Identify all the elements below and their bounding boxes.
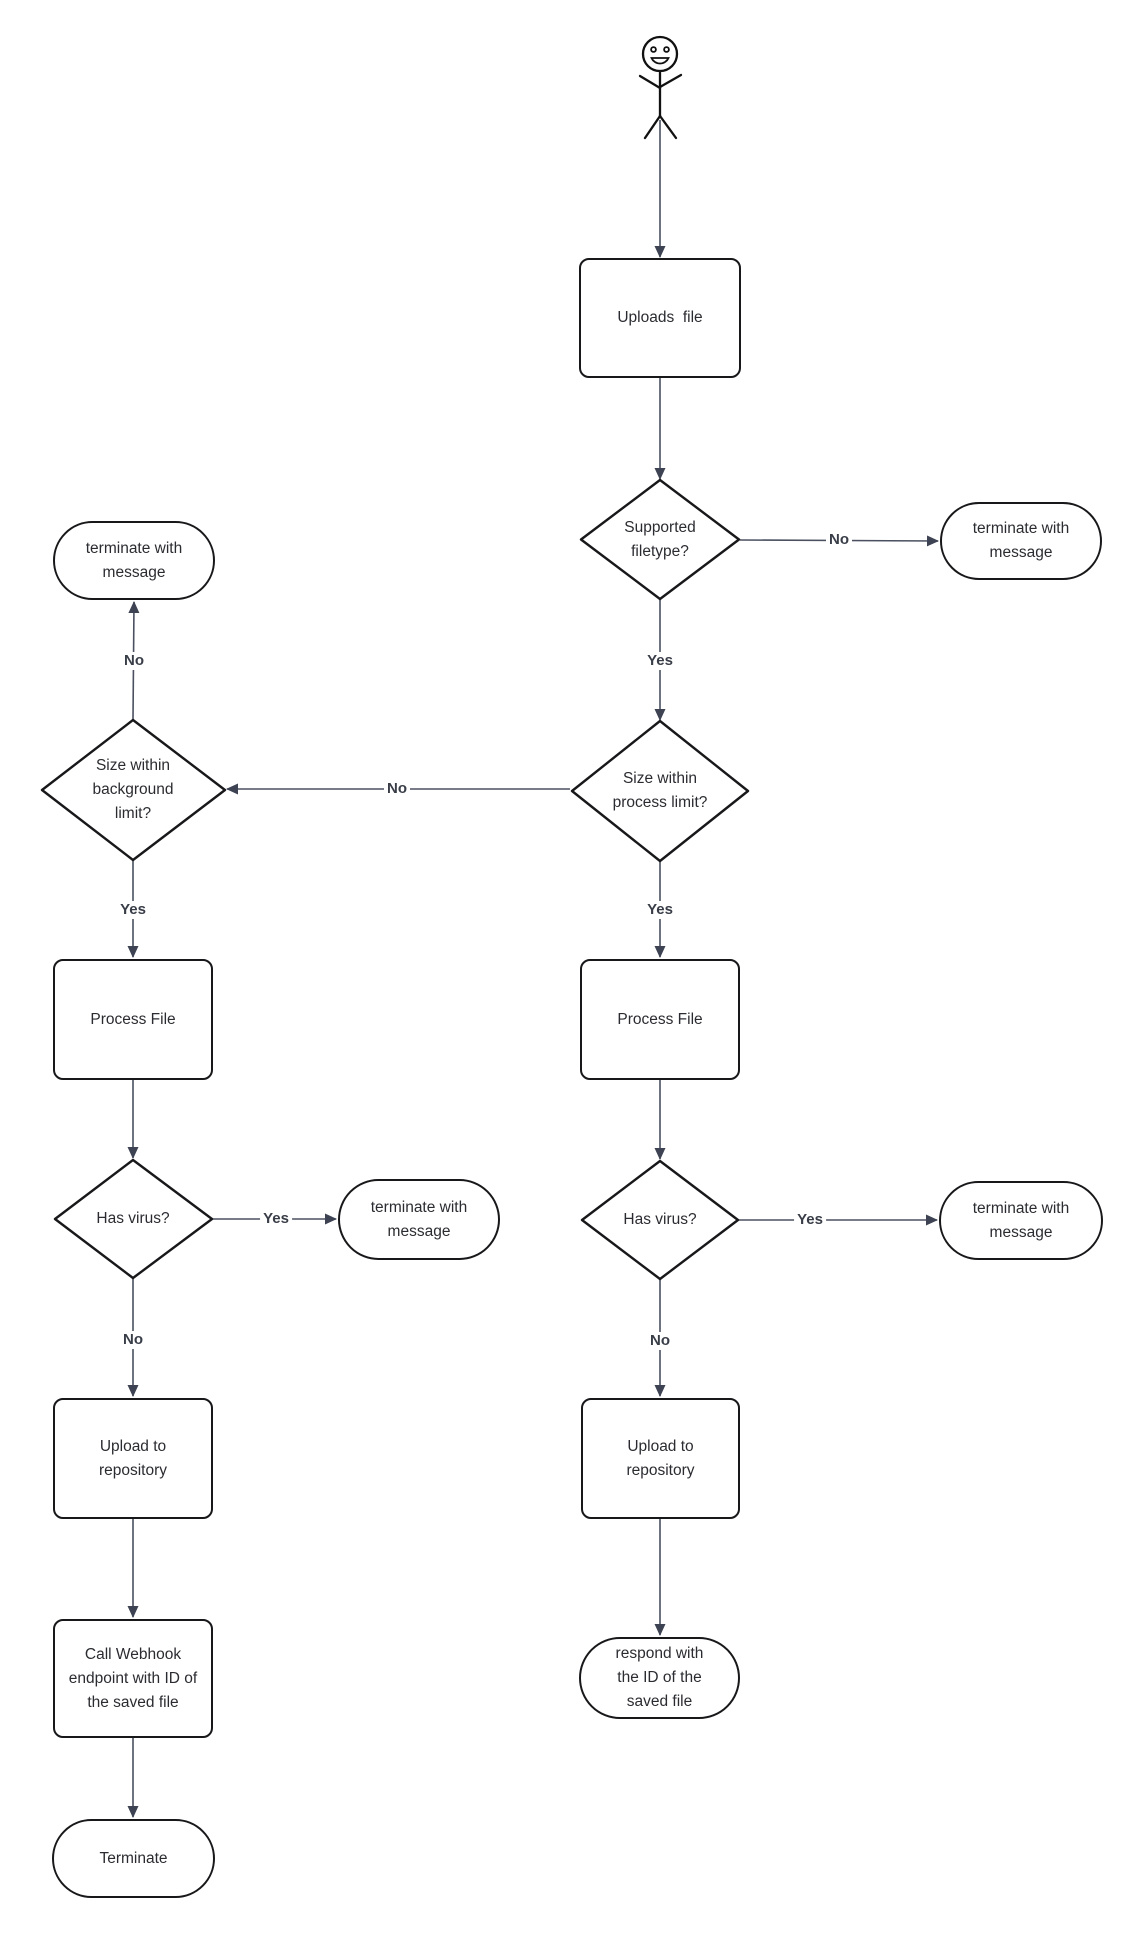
node-upload-repository-left-label: Upload to repository	[98, 1437, 171, 1479]
edge-label-virus-left-yes: Yes	[260, 1210, 292, 1228]
node-terminate-top-right-label: terminate with message	[972, 520, 1074, 561]
node-call-webhook-label: Call Webhook endpoint with ID of the sav…	[68, 1645, 202, 1711]
node-terminate-mid-right: terminate with message	[939, 1181, 1103, 1260]
node-uploads-file-label: Uploads file	[617, 309, 703, 326]
node-terminate-mid-left: terminate with message	[338, 1179, 500, 1260]
node-uploads-file: Uploads file	[579, 258, 741, 378]
node-upload-repository-right-label: Upload to repository	[626, 1437, 698, 1479]
node-terminate-top-left: terminate with message	[53, 521, 215, 600]
edge-label-process-limit-no: No	[384, 780, 410, 798]
decision-size-background-shape	[40, 718, 227, 862]
node-terminate-top-right: terminate with message	[940, 502, 1102, 580]
node-process-file-left: Process File	[53, 959, 213, 1080]
decision-size-process-label: Size within process limit?	[612, 770, 708, 811]
node-process-file-right-label: Process File	[617, 1010, 703, 1028]
decision-supported-filetype-label: Supported filetype?	[624, 519, 701, 560]
edge-label-filetype-yes: Yes	[644, 652, 676, 670]
decision-size-process-shape	[570, 719, 750, 863]
node-upload-repository-right: Upload to repository	[581, 1398, 740, 1519]
node-respond-with-id: respond with the ID of the saved file	[579, 1637, 740, 1719]
edge-label-background-limit-yes: Yes	[117, 901, 149, 919]
node-terminate-end: Terminate	[52, 1819, 215, 1898]
edge-label-virus-right-yes: Yes	[794, 1211, 826, 1229]
node-respond-with-id-label: respond with the ID of the saved file	[615, 1645, 708, 1710]
node-upload-repository-left: Upload to repository	[53, 1398, 213, 1519]
decision-has-virus-right-label: Has virus?	[623, 1211, 697, 1228]
decision-supported-filetype-shape	[579, 478, 741, 601]
smiley-stick-figure-icon	[638, 35, 683, 140]
edge-layer	[127, 120, 939, 1818]
node-terminate-mid-left-label: terminate with message	[370, 1198, 472, 1240]
node-terminate-mid-right-label: terminate with message	[972, 1199, 1074, 1241]
decision-size-background-label: Size within background limit?	[92, 757, 178, 822]
node-call-webhook: Call Webhook endpoint with ID of the sav…	[53, 1619, 213, 1738]
edge-label-process-limit-yes: Yes	[644, 901, 676, 919]
node-terminate-end-label: Terminate	[99, 1849, 168, 1867]
edge-label-background-limit-no: No	[121, 652, 147, 670]
edge-label-virus-right-no: No	[647, 1332, 673, 1350]
decision-has-virus-right-shape	[580, 1159, 740, 1281]
edge-label-filetype-no: No	[826, 531, 852, 549]
decision-has-virus-left-label: Has virus?	[96, 1210, 170, 1227]
node-process-file-left-label: Process File	[90, 1010, 176, 1028]
decision-has-virus-left-shape	[53, 1158, 214, 1280]
decision-shapes	[40, 478, 750, 1281]
node-process-file-right: Process File	[580, 959, 740, 1080]
edge-label-virus-left-no: No	[120, 1331, 146, 1349]
node-terminate-top-left-label: terminate with message	[85, 539, 187, 581]
